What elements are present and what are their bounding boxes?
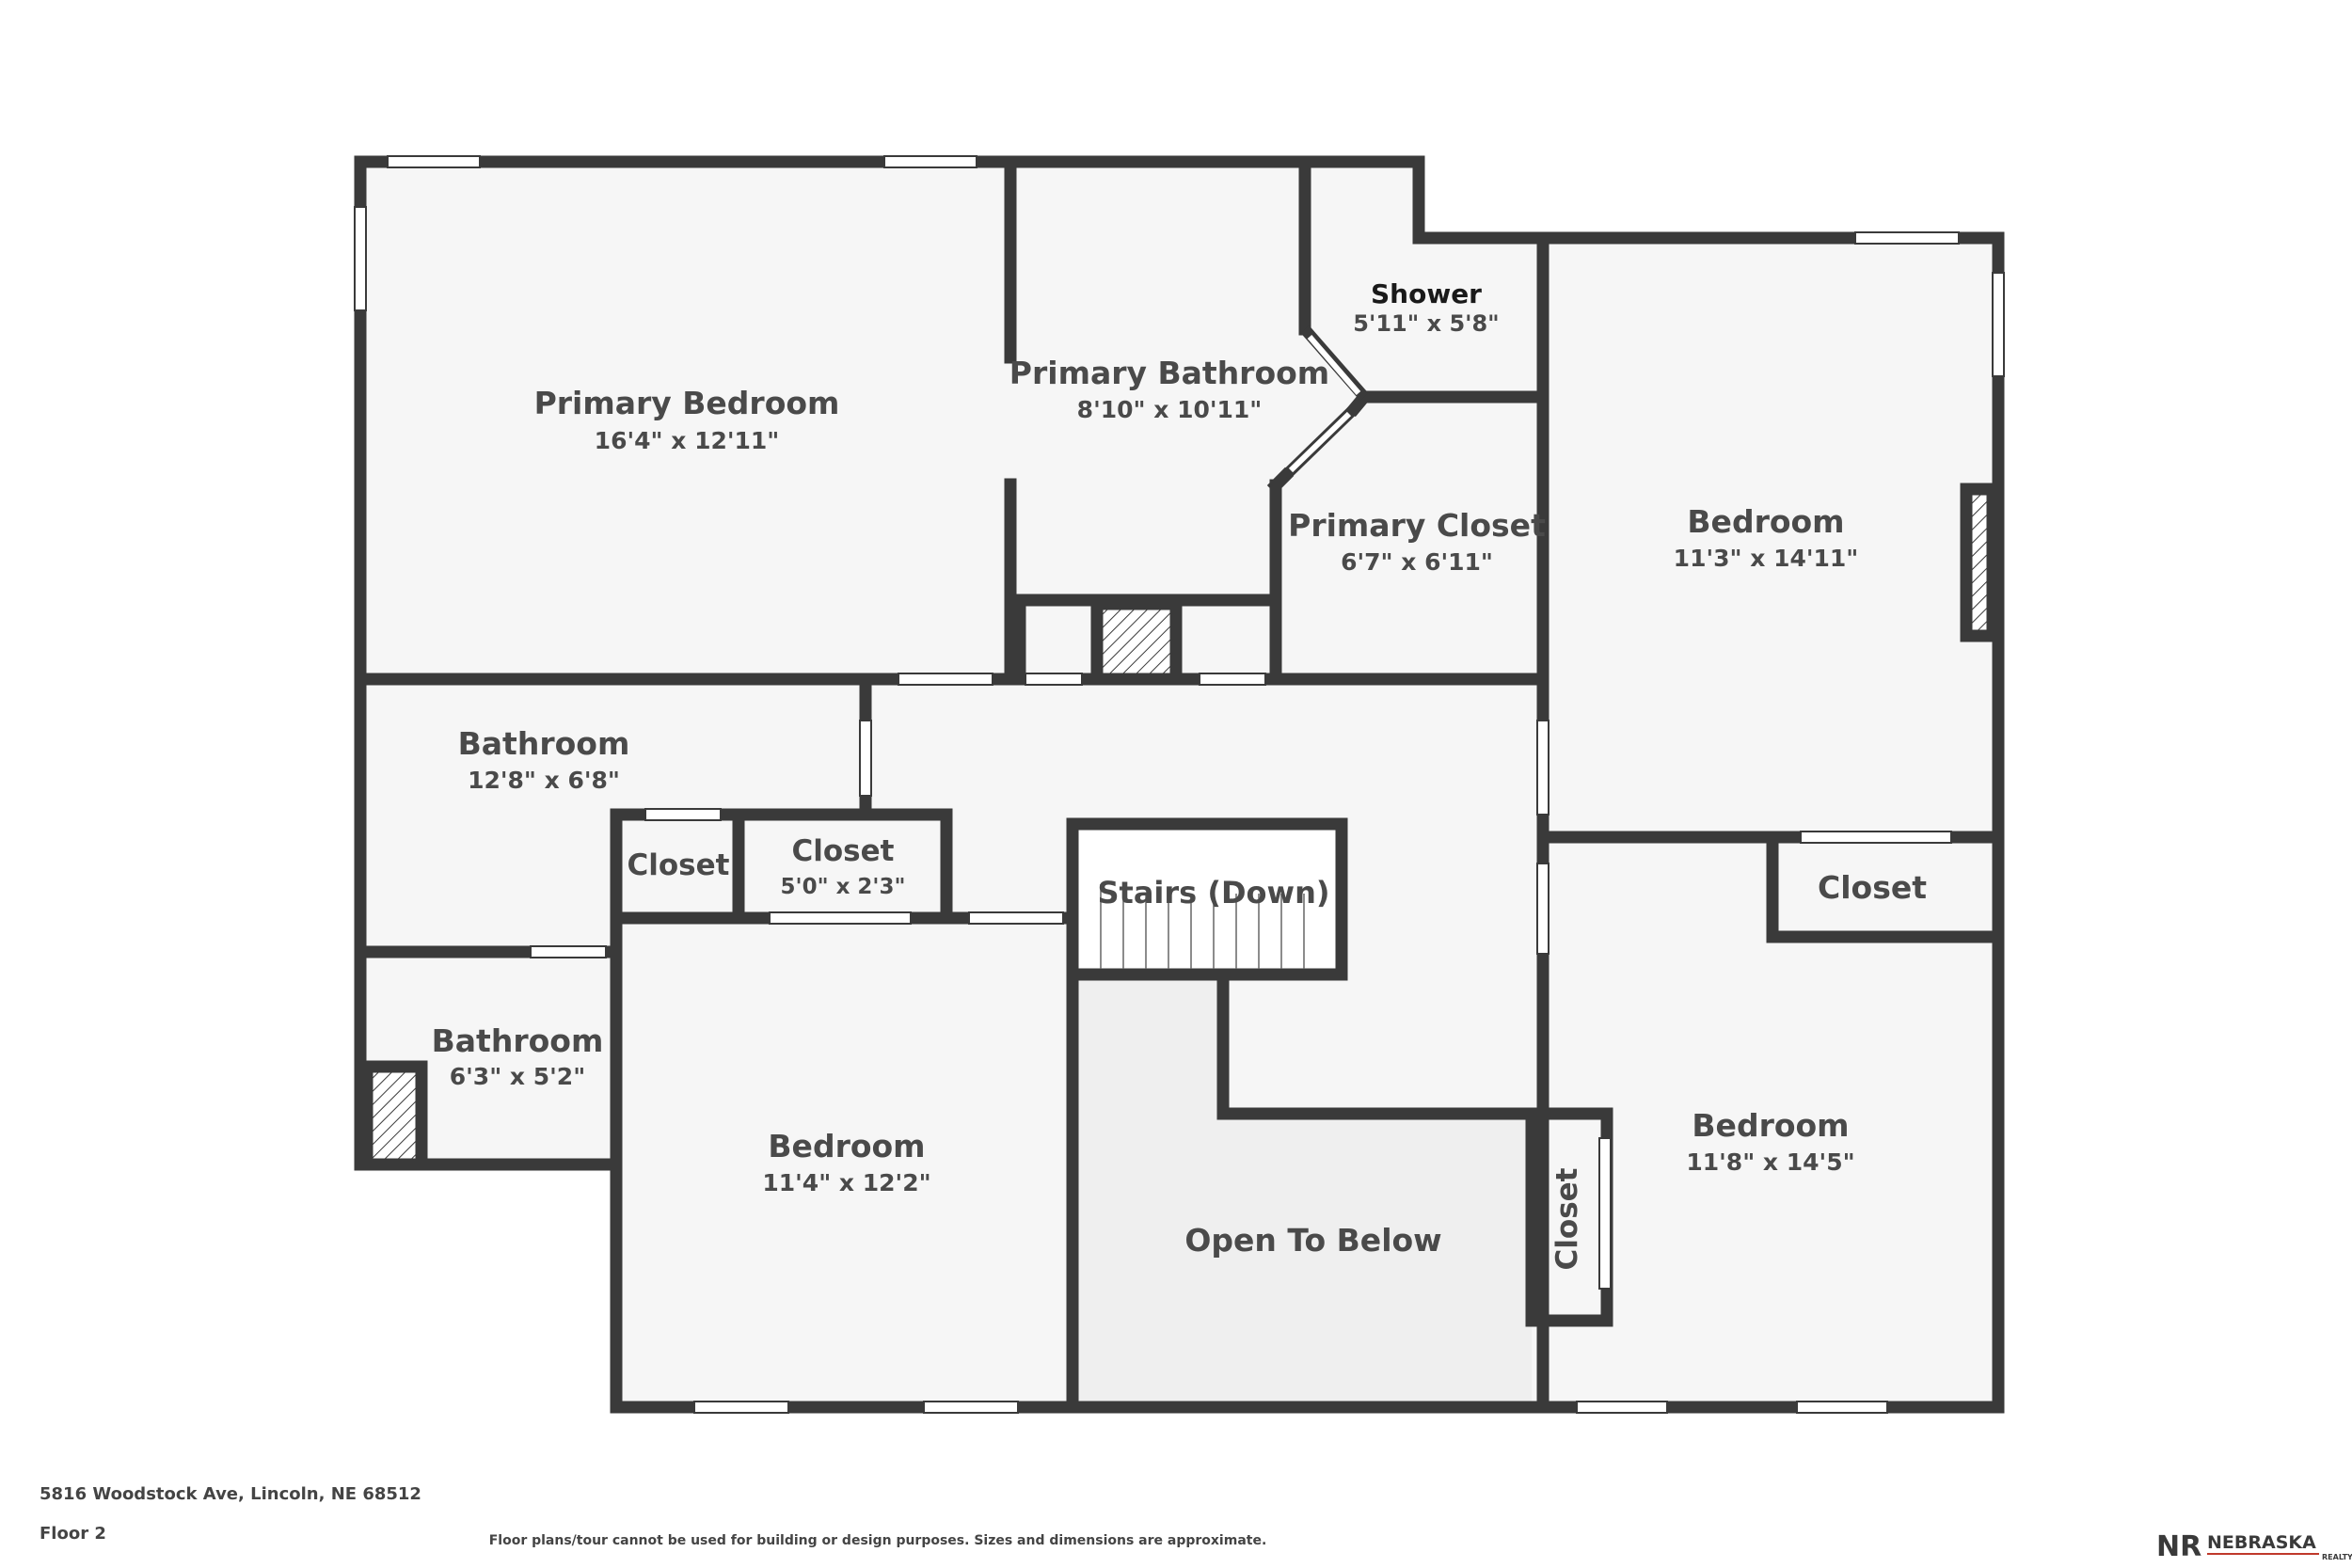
window	[769, 911, 912, 925]
window	[1598, 1137, 1612, 1290]
room-dims-bedroom-se: 11'8" x 14'5"	[1686, 1148, 1854, 1176]
window	[1025, 673, 1083, 686]
exterior-wall	[354, 155, 2005, 1414]
window	[1536, 720, 1549, 816]
property-address: 5816 Woodstock Ave, Lincoln, NE 68512	[40, 1484, 421, 1504]
wall	[1345, 388, 1374, 418]
window	[1992, 272, 2005, 377]
window	[898, 673, 993, 686]
room-dims-bathroom-main: 12'8" x 6'8"	[468, 767, 620, 794]
room-name-bedroom-sw: Bedroom	[768, 1128, 925, 1164]
bathroom-chimney	[360, 1060, 428, 1171]
room-name-bedroom-se: Bedroom	[1692, 1107, 1849, 1144]
room-dims-primary-closet: 6'7" x 6'11"	[1341, 548, 1493, 576]
nebraska-realty-logo: NR NEBRASKA REALTY	[2156, 1530, 2352, 1563]
window	[1576, 1401, 1668, 1414]
room-name-primary-bathroom: Primary Bathroom	[1009, 355, 1329, 391]
room-name-primary-closet: Primary Closet	[1288, 507, 1546, 544]
room-dims-bedroom-ne: 11'3" x 14'11"	[1674, 545, 1859, 572]
window	[859, 720, 872, 797]
room-name-bedroom-ne: Bedroom	[1687, 503, 1844, 540]
window	[1536, 863, 1549, 955]
logo-word: NEBRASKA	[2207, 1532, 2316, 1553]
window	[354, 206, 367, 311]
disclaimer-text: Floor plans/tour cannot be used for buil…	[488, 1533, 1267, 1548]
room-dims-primary-bedroom: 16'4" x 12'11"	[595, 427, 780, 454]
window	[387, 155, 481, 168]
window	[530, 945, 607, 958]
fireplace	[1960, 483, 1999, 642]
room-floors	[360, 162, 1998, 1407]
stairs	[1066, 817, 1348, 981]
room-name-closet-hall: Closet	[792, 834, 895, 868]
open-to-below-floor	[1078, 974, 1532, 1407]
window	[1854, 231, 1960, 245]
wall	[1766, 831, 2005, 943]
room-dims-primary-bathroom: 8'10" x 10'11"	[1077, 396, 1263, 423]
room-name-shower: Shower	[1371, 278, 1482, 309]
room-dims-closet-hall: 5'0" x 2'3"	[781, 875, 906, 899]
window	[693, 1401, 789, 1414]
windows	[354, 155, 2005, 1414]
room-name-primary-bedroom: Primary Bedroom	[534, 385, 840, 421]
window	[883, 155, 977, 168]
wall	[1216, 968, 1538, 1120]
door	[1307, 335, 1361, 395]
window	[923, 1401, 1019, 1414]
window	[1796, 1401, 1888, 1414]
walls	[354, 155, 2005, 1414]
room-dims-shower: 5'11" x 5'8"	[1353, 310, 1499, 337]
room-labels: Primary Bedroom 16'4" x 12'11" Primary B…	[432, 278, 1928, 1270]
logo-sub: REALTY	[2322, 1553, 2352, 1561]
window	[968, 911, 1064, 925]
logo-mark: NR	[2156, 1530, 2201, 1563]
room-dims-bathroom-small: 6'3" x 5'2"	[450, 1063, 585, 1090]
angled-doors-inner	[1288, 335, 1361, 473]
floor-area	[360, 162, 1998, 1407]
room-name-bathroom-small: Bathroom	[432, 1022, 604, 1059]
window	[644, 808, 722, 821]
window	[1800, 831, 1952, 844]
room-name-stairs: Stairs (Down)	[1097, 875, 1329, 911]
door	[1288, 411, 1352, 473]
room-name-closet-east: Closet	[1818, 869, 1927, 906]
stair-treads	[1100, 884, 1305, 969]
room-name-open-to-below: Open To Below	[1184, 1222, 1441, 1259]
room-dims-bedroom-sw: 11'4" x 12'2"	[762, 1169, 930, 1196]
floor-label: Floor 2	[40, 1524, 106, 1544]
room-name-bathroom-main: Bathroom	[458, 725, 630, 762]
chimney	[1090, 597, 1183, 686]
room-name-closet-small: Closet	[628, 848, 730, 882]
window	[1199, 673, 1266, 686]
room-name-closet-vertical: Closet	[1550, 1167, 1584, 1270]
